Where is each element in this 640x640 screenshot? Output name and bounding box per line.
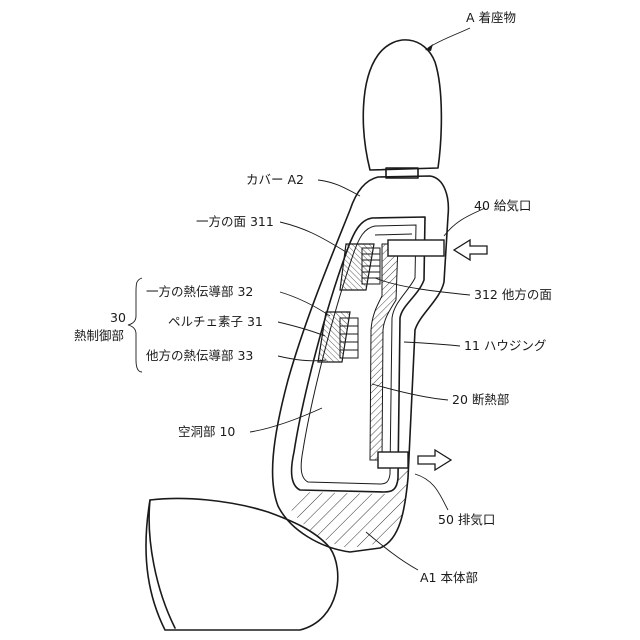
label-inlet: 40 給気口 [474, 198, 531, 213]
inlet-duct [388, 240, 444, 256]
headrest [363, 40, 441, 178]
label-outlet: 50 排気口 [438, 512, 495, 527]
label-face-one: 一方の面 311 [196, 214, 274, 229]
insulation-layer [370, 244, 398, 460]
label-cover: カバー A2 [246, 172, 304, 187]
inlet-arrow-icon [454, 240, 487, 260]
label-peltier: ペルチェ素子 31 [168, 314, 263, 329]
label-conductor-other: 他方の熱伝導部 33 [146, 348, 253, 363]
label-control-name: 熱制御部 [74, 328, 124, 343]
outlet-arrow-icon [418, 450, 451, 470]
label-insulation: 20 断熱部 [452, 392, 509, 407]
outlet-duct [378, 452, 408, 468]
label-conductor-one: 一方の熱伝導部 32 [146, 284, 253, 299]
label-housing: 11 ハウジング [464, 338, 546, 353]
label-control-number: 30 [110, 310, 126, 325]
label-body: A1 本体部 [420, 570, 478, 585]
label-seat: A 着座物 [466, 10, 516, 25]
label-face-other: 312 他方の面 [474, 287, 552, 302]
label-cavity: 空洞部 10 [178, 424, 235, 439]
